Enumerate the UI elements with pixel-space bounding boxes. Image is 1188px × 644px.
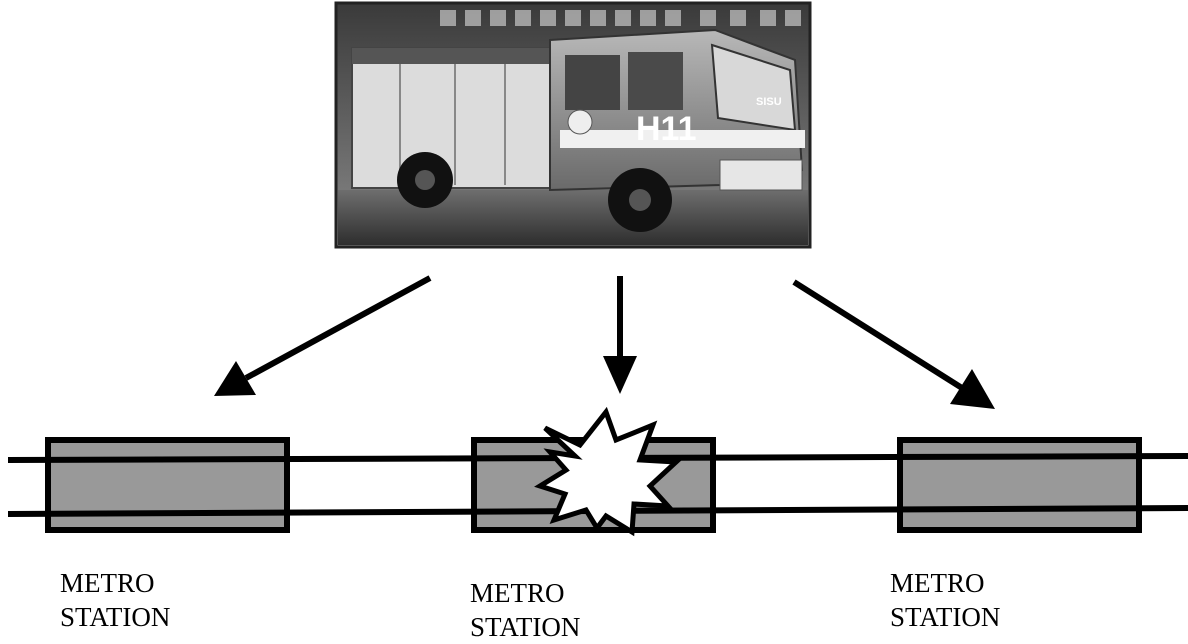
station-label-line1: METRO (470, 576, 580, 610)
station-label-right: METRO STATION (890, 566, 1000, 634)
dispatch-arrows (214, 276, 995, 409)
truck-number-text: H11 (636, 110, 697, 148)
station-label-line1: METRO (890, 566, 1000, 600)
arrow-to-middle-station (603, 276, 637, 394)
arrow-to-left-station (214, 278, 430, 396)
truck-brand-text: SISU (756, 96, 782, 108)
station-label-line2: STATION (470, 610, 580, 644)
fire-truck-photo: H11 SISU (336, 3, 810, 247)
station-label-line2: STATION (60, 600, 170, 634)
station-label-left: METRO STATION (60, 566, 170, 634)
station-label-line1: METRO (60, 566, 170, 600)
station-label-line2: STATION (890, 600, 1000, 634)
station-label-middle: METRO STATION (470, 576, 580, 644)
arrow-to-right-station (794, 282, 995, 409)
